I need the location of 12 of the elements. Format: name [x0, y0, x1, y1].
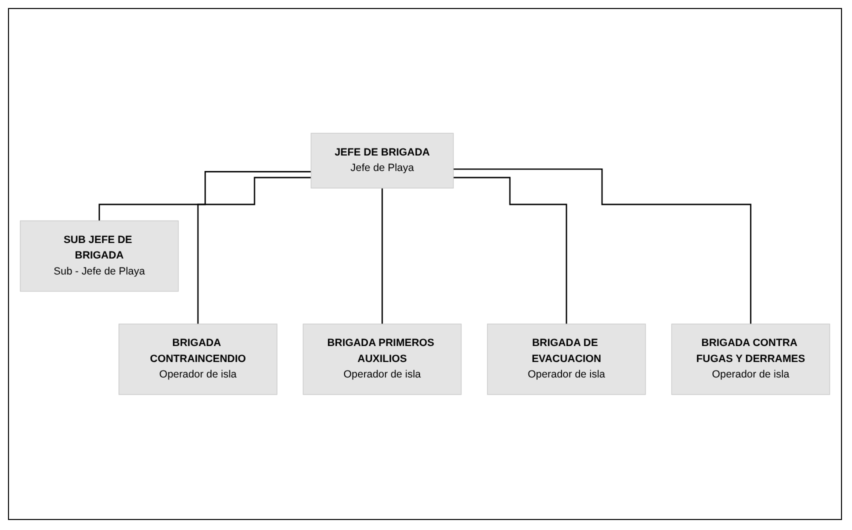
node-box — [20, 220, 179, 292]
connector — [98, 171, 312, 222]
node-box — [310, 133, 454, 189]
connector — [382, 188, 383, 325]
page-frame: JEFE DE BRIGADA Jefe de Playa SUB JEFE DE BRIGADA Sub - Jefe de Playa BRIGADA CONTRAINCENDIO Operador de isla BRIGADA PRIMEROS AUXILIOS Operador de isla BRIGADA DE EVACUACION Operador de isla BRIGADA CONTRA FUGAS Y DERRAMES Operador de isla — [8, 8, 842, 520]
connector — [453, 168, 752, 325]
node-box — [671, 324, 830, 395]
connector — [197, 177, 312, 325]
node-box — [302, 324, 462, 395]
connector — [453, 177, 568, 325]
node-box — [487, 324, 646, 395]
node-box — [118, 324, 278, 395]
